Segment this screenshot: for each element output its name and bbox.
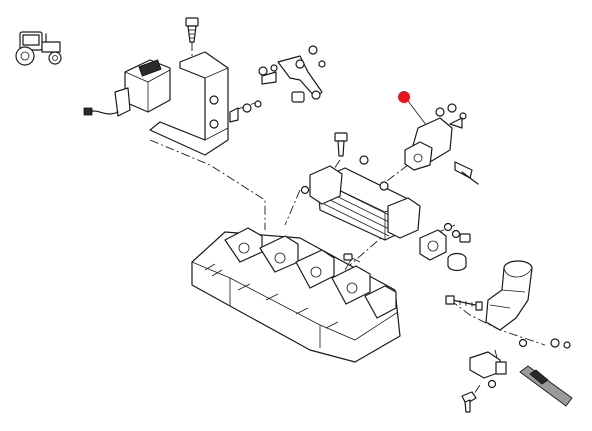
bracket-fasteners[interactable]	[229, 64, 278, 123]
cooler-flange[interactable]	[419, 222, 471, 272]
screw-top[interactable]	[185, 17, 199, 43]
linkage-rod[interactable]	[261, 45, 326, 103]
egr-valve[interactable]	[404, 103, 479, 185]
egr-cooler[interactable]	[300, 165, 421, 241]
highlight-marker[interactable]	[398, 91, 410, 103]
screw-cooler[interactable]	[334, 132, 369, 165]
inlet-elbow[interactable]	[485, 260, 533, 331]
screw-bottom[interactable]	[461, 391, 477, 413]
mounting-bracket[interactable]	[149, 51, 229, 156]
temperature-sensor[interactable]	[469, 351, 573, 407]
stud-bolt[interactable]	[445, 295, 571, 349]
egr-actuator[interactable]	[83, 59, 171, 117]
tractor-icon[interactable]	[15, 31, 62, 66]
intake-manifold[interactable]	[191, 227, 401, 363]
